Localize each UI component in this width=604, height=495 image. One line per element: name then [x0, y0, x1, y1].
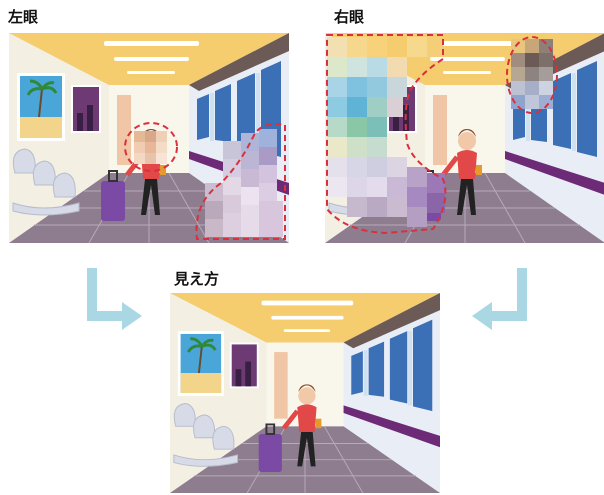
arrow-down-right-icon [87, 268, 142, 330]
left-eye-train-pixelation [205, 129, 283, 237]
right-eye-left-pixelation [327, 37, 445, 227]
right-eye-scene [325, 33, 604, 243]
left-eye-label: 左眼 [8, 8, 39, 26]
result-label: 見え方 [174, 270, 220, 288]
left-eye-scene [9, 33, 289, 243]
right-eye-label: 右眼 [334, 8, 365, 26]
left-eye-face-pixelation [134, 131, 167, 164]
arrow-down-left-icon [472, 268, 527, 330]
right-eye-topright-pixelation [511, 39, 553, 109]
combined-view-scene [170, 293, 440, 493]
